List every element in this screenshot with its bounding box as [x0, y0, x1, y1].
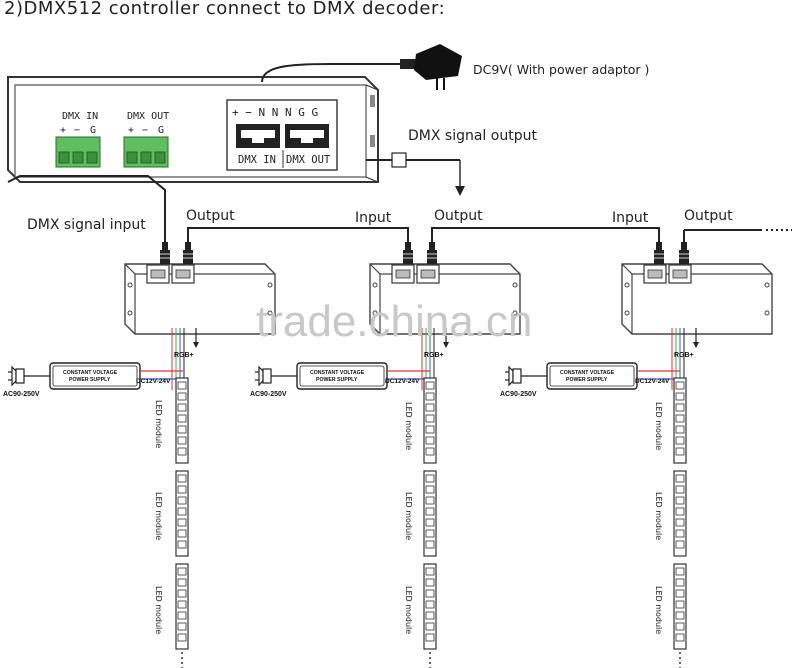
dmx-out-terminal: DMX OUT + − G	[123, 111, 169, 168]
power-adaptor: DC9V( With power adaptor )	[261, 44, 649, 90]
adaptor-label: DC9V( With power adaptor )	[473, 62, 649, 77]
led-branch-3: RGB+ CONSTANT VOLTAGE POWER SUPPLY AC90-…	[500, 328, 699, 668]
psu-line-1: CONSTANT VOLTAGE	[310, 370, 365, 376]
decoder-3-input-label: Input	[612, 210, 649, 226]
psu-dc-label: DC12V-24V	[635, 378, 670, 385]
dmx-chain-cables	[7, 175, 792, 246]
diagram-title: 2)DMX512 controller connect to DMX decod…	[4, 0, 446, 19]
rgb-pins: RGB+	[174, 352, 194, 359]
rgb-pins: RGB+	[674, 352, 694, 359]
led-module-label: LED module	[654, 492, 663, 540]
led-module-label: LED module	[654, 402, 663, 450]
port-pin-labels: + − N N N G G	[232, 106, 318, 119]
rj45-port-block: + − N N N G G DMX IN DMX OUT	[226, 99, 338, 171]
terminal-ground-label: G	[90, 125, 96, 136]
dmx-signal-input-label: DMX signal input	[27, 217, 146, 233]
psu-dc-label: DC12V-24V	[136, 378, 171, 385]
terminal-minus-label: −	[74, 125, 80, 136]
decoder-1-output-label: Output	[186, 208, 235, 224]
terminal-plus-label: +	[60, 125, 66, 136]
led-branch-1: RGB+ CONSTANT VOLTAGE POWER SUPPLY AC90-…	[3, 328, 199, 668]
terminal-plus-label: +	[128, 125, 134, 136]
terminal-ground-label: G	[158, 125, 164, 136]
dmx-in-header: DMX IN	[62, 111, 98, 122]
watermark: trade.china.cn	[256, 297, 532, 346]
psu-ac-label: AC90-250V	[500, 391, 537, 398]
psu-line-1: CONSTANT VOLTAGE	[560, 370, 615, 376]
led-branch-2: RGB+ CONSTANT VOLTAGE POWER SUPPLY AC90-…	[250, 328, 449, 668]
psu-ac-label: AC90-250V	[3, 391, 40, 398]
psu-ac-label: AC90-250V	[250, 391, 287, 398]
led-module-label: LED module	[404, 586, 413, 634]
decoder-2-input-label: Input	[355, 210, 392, 226]
led-module-label: LED module	[404, 402, 413, 450]
dmx-controller: DMX IN + − G DMX OUT + − G + − N N N G G	[7, 76, 379, 183]
dmx-output-cable: DMX signal output	[366, 128, 537, 196]
psu-line-2: POWER SUPPLY	[566, 377, 608, 383]
port-in-label: DMX IN	[238, 154, 276, 166]
dmx-in-terminal: DMX IN + − G	[55, 111, 101, 168]
led-module-label: LED module	[154, 400, 163, 448]
led-module-label: LED module	[404, 492, 413, 540]
psu-line-2: POWER SUPPLY	[316, 377, 358, 383]
port-out-label: DMX OUT	[286, 154, 331, 166]
led-module-label: LED module	[154, 492, 163, 540]
rgb-pins: RGB+	[424, 352, 444, 359]
dmx-out-header: DMX OUT	[127, 111, 169, 122]
decoder-2-output-label: Output	[434, 208, 483, 224]
decoder-3-output-label: Output	[684, 208, 733, 224]
psu-line-2: POWER SUPPLY	[69, 377, 111, 383]
signal-output-label: DMX signal output	[408, 128, 537, 144]
psu-dc-label: DC12V-24V	[385, 378, 420, 385]
terminal-minus-label: −	[142, 125, 148, 136]
psu-line-1: CONSTANT VOLTAGE	[63, 370, 118, 376]
decoder-3	[621, 241, 773, 335]
led-module-label: LED module	[654, 586, 663, 634]
led-module-label: LED module	[154, 586, 163, 634]
decoder-1	[124, 241, 276, 335]
